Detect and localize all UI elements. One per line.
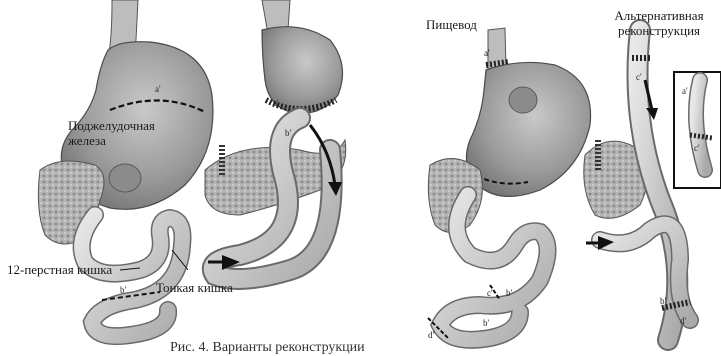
marker-b-panel4: b' [660,296,666,306]
marker-a-panel1: a' [155,84,161,94]
marker-d-panel3: d' [428,330,434,340]
marker-b-panel3: b' [506,288,512,298]
label-small-intestine: Тонкая кишка [156,280,233,295]
stomach-ulcer-shape-3 [509,87,537,113]
marker-b-panel3-lower: b' [483,318,489,328]
marker-a-panel2: a' [273,98,279,108]
label-duodenum: 12-перстная кишка [7,262,112,277]
stomach-shape-3 [466,62,590,196]
panel-2-reconstruction [205,0,346,279]
label-alternative-reconstruction: Альтернативная реконструкция [600,8,718,38]
marker-c-inset: c' [694,143,700,153]
label-esophagus: Пищевод [426,17,477,32]
marker-c-panel4: c' [636,72,642,82]
marker-b-panel2: b' [285,128,291,138]
panel-4-alternative [584,30,721,340]
marker-b-panel1: b' [120,285,126,295]
stomach-ulcer-shape [109,164,141,192]
figure-caption: Рис. 4. Варианты реконструкции [170,340,365,356]
label-pancreas: Поджелудочная железа [68,118,178,148]
marker-c-panel3: c' [487,288,493,298]
marker-a-inset: a' [682,86,688,96]
marker-d-panel4: d' [680,316,686,326]
marker-a-panel3: a' [484,48,490,58]
